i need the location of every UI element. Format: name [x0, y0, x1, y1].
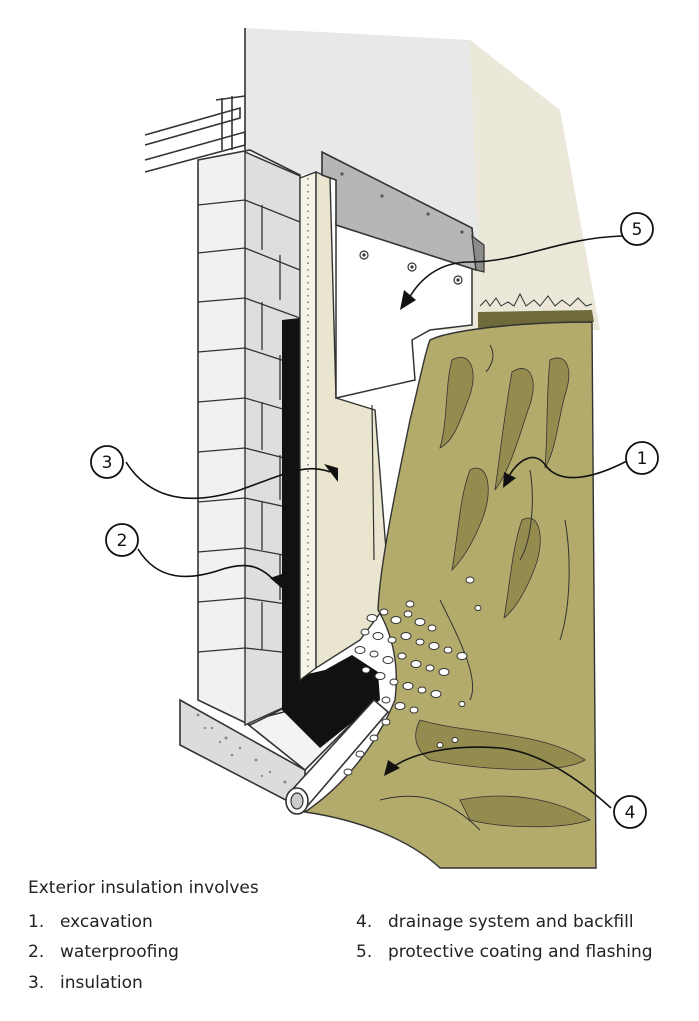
svg-text:5: 5 — [632, 220, 643, 240]
caption-intro: Exterior insulation involves — [28, 878, 259, 898]
svg-text:1: 1 — [637, 449, 648, 469]
callout-2: 2 — [105, 523, 139, 557]
caption-item-text: drainage system and backfill — [388, 912, 634, 932]
waterproofing-membrane — [282, 318, 380, 748]
caption-item-number: 4. — [356, 912, 373, 932]
callout-1: 1 — [625, 441, 659, 475]
callout-3: 3 — [90, 445, 124, 479]
foundation-insulation-illustration: 5 1 3 2 4 — [90, 28, 659, 869]
insulation-board — [315, 170, 391, 670]
svg-text:3: 3 — [102, 453, 113, 473]
metal-flashing — [321, 150, 485, 273]
caption-item-text: insulation — [60, 973, 143, 993]
callout-4: 4 — [613, 795, 647, 829]
caption-item-number: 2. — [28, 942, 45, 962]
caption: Exterior insulation involves 1. excavatio… — [28, 878, 688, 1013]
caption-item-1: 1. excavation — [28, 912, 153, 932]
caption-item-5: 5. protective coating and flashing — [356, 942, 653, 962]
caption-item-number: 3. — [28, 973, 45, 993]
floor-framing — [144, 28, 246, 173]
svg-text:2: 2 — [117, 531, 128, 551]
caption-item-3: 3. insulation — [28, 973, 143, 993]
caption-item-text: excavation — [60, 912, 153, 932]
panel-fasteners — [359, 250, 463, 285]
caption-item-4: 4. drainage system and backfill — [356, 912, 634, 932]
caption-item-number: 5. — [356, 942, 373, 962]
gravel-backfill — [328, 576, 482, 776]
insulation-strip — [299, 171, 317, 682]
svg-text:4: 4 — [625, 803, 636, 823]
caption-item-number: 1. — [28, 912, 45, 932]
drainage-pipe — [285, 698, 390, 815]
excavation-soil — [303, 321, 597, 869]
callout-5: 5 — [620, 212, 654, 246]
caption-item-text: waterproofing — [60, 942, 179, 962]
callout-arrows — [125, 235, 628, 809]
caption-item-text: protective coating and flashing — [388, 942, 653, 962]
caption-item-2: 2. waterproofing — [28, 942, 179, 962]
callout-arrowheads — [270, 290, 516, 776]
